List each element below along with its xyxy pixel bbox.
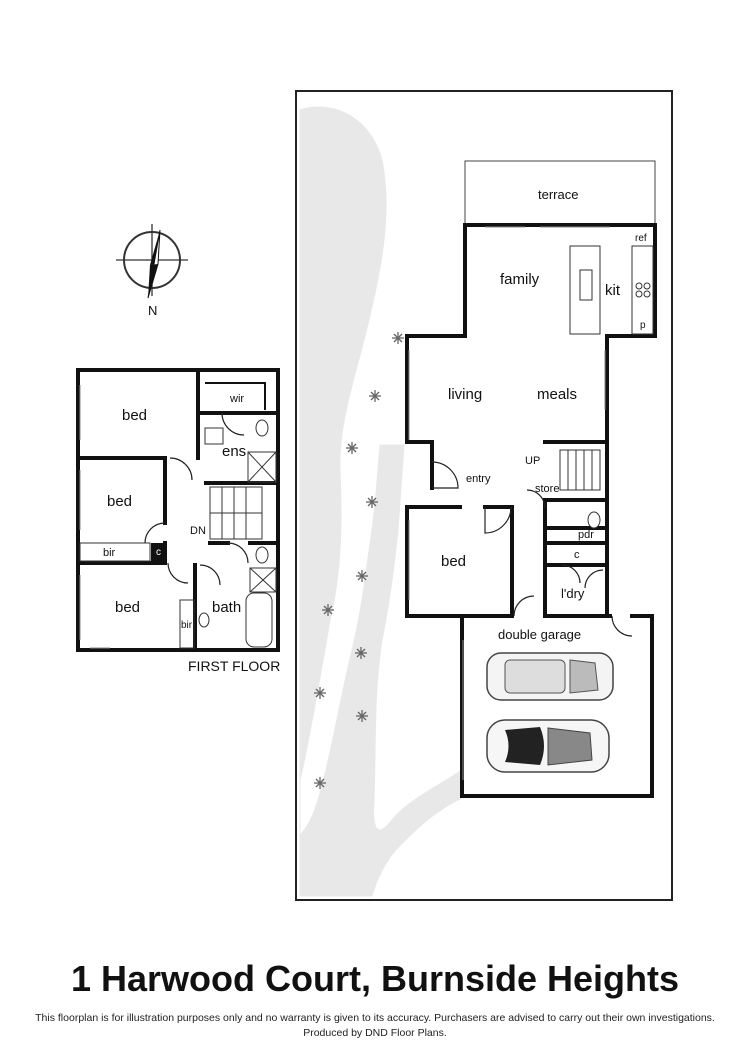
ff-bed3-label: bed xyxy=(115,599,140,616)
ldry-label: l'dry xyxy=(561,586,585,601)
entry-label: entry xyxy=(466,473,491,485)
site-boundary xyxy=(295,90,673,901)
garage-door xyxy=(513,595,535,617)
entry-door xyxy=(431,461,459,489)
cooktop-icon xyxy=(635,282,651,298)
kit-label: kit xyxy=(605,282,621,299)
bed-door xyxy=(484,506,512,534)
kitchen-bench xyxy=(631,245,654,335)
ff-dn-label: DN xyxy=(190,525,206,537)
ref-label: ref xyxy=(635,233,647,244)
ff-bed1-label: bed xyxy=(122,407,147,424)
car-icon-2 xyxy=(486,719,610,773)
ff-bed2-label: bed xyxy=(107,493,132,510)
ff-ens-label: ens xyxy=(222,443,246,460)
garden-shrubs xyxy=(314,332,404,789)
first-floor: bed bed bed wir ens DN bir c bath bir FI… xyxy=(76,368,280,674)
ff-c-label: c xyxy=(156,547,161,558)
disclaimer-line-2: Produced by DND Floor Plans. xyxy=(303,1027,447,1039)
store-label: store xyxy=(535,483,559,495)
ground-floor: terrace ref family kit p living meals UP… xyxy=(405,160,657,798)
disclaimer: This floorplan is for illustration purpo… xyxy=(0,1011,750,1041)
living-label: living xyxy=(448,386,482,403)
pdr-label: pdr xyxy=(578,529,594,541)
property-title: 1 Harwood Court, Burnside Heights xyxy=(70,958,680,999)
compass-north-label: N xyxy=(148,303,157,318)
ground-stairs xyxy=(559,449,601,491)
ff-bir2-label: bir xyxy=(181,620,193,631)
terrace-area xyxy=(464,160,656,226)
driveway-path xyxy=(299,106,463,897)
family-label: family xyxy=(500,271,540,288)
kitchen-sink xyxy=(579,269,593,301)
bed-label: bed xyxy=(441,553,466,570)
disclaimer-line-1: This floorplan is for illustration purpo… xyxy=(35,1012,715,1024)
garage-side-door xyxy=(611,615,633,637)
compass-icon xyxy=(116,224,188,299)
car-icon xyxy=(486,652,614,701)
garage-label: double garage xyxy=(498,627,581,642)
terrace-label: terrace xyxy=(538,187,578,202)
store-door xyxy=(526,489,546,509)
pdr-toilet-icon xyxy=(587,511,601,529)
ff-bath-label: bath xyxy=(212,599,241,616)
c-label: c xyxy=(574,549,580,561)
ff-wir-label: wir xyxy=(229,393,244,405)
first-floor-caption: FIRST FLOOR xyxy=(188,658,280,674)
meals-label: meals xyxy=(537,386,577,403)
ldry-door xyxy=(561,564,581,584)
p-label: p xyxy=(640,320,646,331)
up-label: UP xyxy=(525,455,540,467)
ff-bir1-label: bir xyxy=(103,547,116,559)
ldry-door-2 xyxy=(584,569,604,589)
